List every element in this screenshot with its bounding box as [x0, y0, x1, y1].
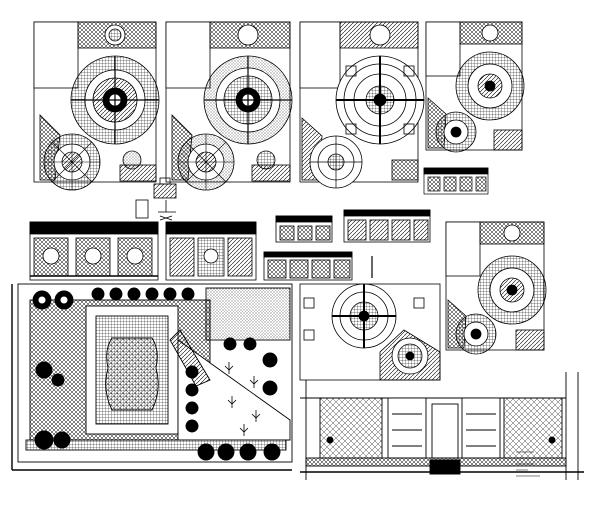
elevation-strip-top-right	[423, 167, 489, 195]
landscape-site-plan	[11, 283, 293, 471]
section-elevation	[300, 372, 584, 480]
floor-plan-6	[299, 283, 441, 381]
shrub-star-symbols	[224, 362, 261, 436]
floor-plan-4	[425, 21, 525, 153]
furniture-symbols	[135, 177, 177, 221]
floor-plan-3	[299, 21, 425, 189]
notes-block	[516, 451, 540, 477]
floor-plan-1	[33, 21, 160, 191]
wall-elevation-5	[263, 251, 373, 281]
wall-elevation-4	[343, 209, 431, 243]
wall-elevation-2	[165, 221, 257, 281]
floor-plan-2	[165, 21, 293, 191]
tree-symbols	[32, 287, 281, 461]
wall-elevation-1	[29, 221, 159, 281]
floor-plan-5	[445, 221, 547, 355]
wall-elevation-3	[275, 215, 333, 243]
